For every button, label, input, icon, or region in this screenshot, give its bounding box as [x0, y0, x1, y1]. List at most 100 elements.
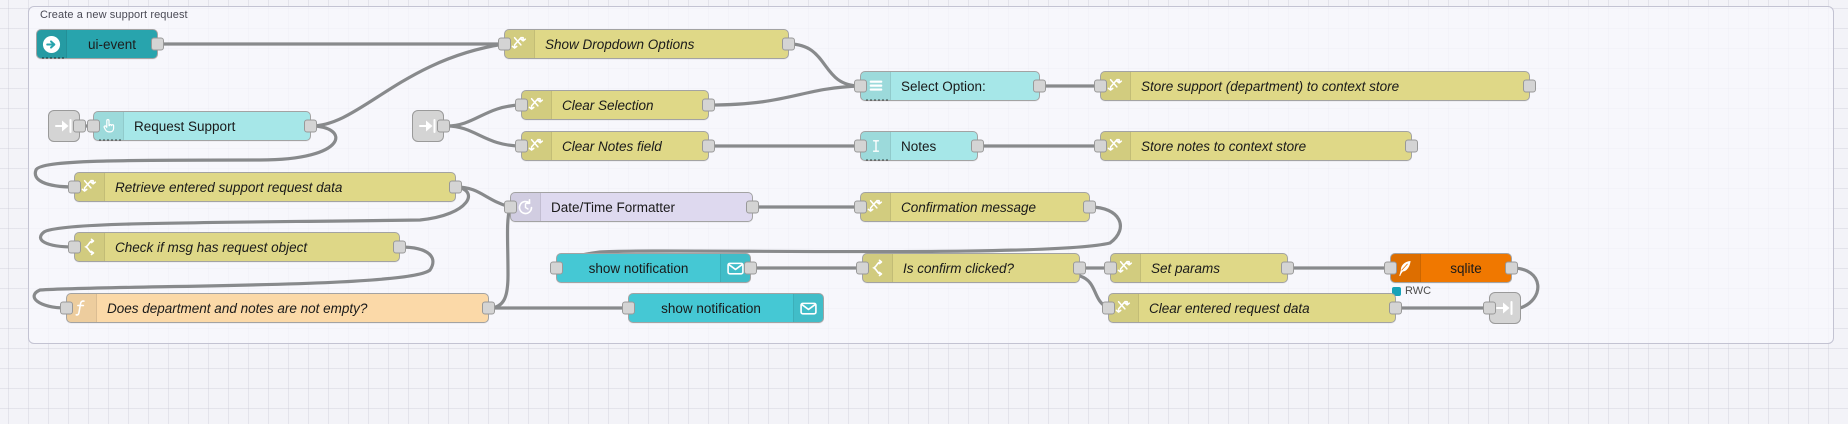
input-port[interactable] [1094, 139, 1107, 153]
node-clear-notes-field[interactable]: Clear Notes field [515, 131, 715, 161]
output-port[interactable] [702, 98, 715, 112]
node-status-dash [42, 57, 64, 59]
node-label: Select Option: [901, 78, 986, 94]
node-store-support-to-context[interactable]: Store support (department) to context st… [1094, 71, 1536, 101]
output-port[interactable] [1505, 261, 1518, 275]
arrow-circle-right-icon [37, 30, 67, 58]
output-port[interactable] [482, 301, 495, 315]
output-port[interactable] [151, 37, 164, 51]
node-label: Request Support [134, 118, 236, 134]
node-label: Set params [1151, 260, 1221, 276]
node-label: Clear Selection [562, 97, 654, 113]
node-request-support[interactable]: Request Support [87, 111, 317, 141]
change-swap-icon [522, 91, 552, 119]
output-port[interactable] [1033, 79, 1046, 93]
output-port[interactable] [782, 37, 795, 51]
input-port[interactable] [1384, 261, 1397, 275]
feather-icon [1391, 254, 1421, 282]
output-port[interactable] [702, 139, 715, 153]
node-retrieve-entered-support-request-data[interactable]: Retrieve entered support request data [68, 172, 462, 202]
node-label: sqlite [1450, 260, 1482, 276]
output-port[interactable] [1083, 200, 1096, 214]
node-ui-event[interactable]: ui-event [36, 29, 164, 59]
link-out-icon [1496, 301, 1513, 315]
node-check-if-msg-has-request-object[interactable]: Check if msg has request object [68, 232, 406, 262]
node-date-time-formatter[interactable]: Date/Time Formatter [504, 192, 759, 222]
node-select-option[interactable]: Select Option: [854, 71, 1046, 101]
input-port[interactable] [854, 200, 867, 214]
input-port[interactable] [60, 301, 73, 315]
input-port[interactable] [68, 180, 81, 194]
sqlite-status-badge: RWC [1392, 285, 1431, 297]
output-port[interactable] [1405, 139, 1418, 153]
node-label: Check if msg has request object [115, 239, 308, 255]
node-label: Clear entered request data [1149, 300, 1310, 316]
input-port[interactable] [856, 261, 869, 275]
node-link-in-1[interactable] [48, 110, 86, 142]
node-notes[interactable]: Notes [854, 131, 984, 161]
input-port[interactable] [1102, 301, 1115, 315]
output-port[interactable] [437, 119, 450, 133]
node-label: Is confirm clicked? [903, 260, 1015, 276]
input-port[interactable] [854, 79, 867, 93]
input-port[interactable] [1104, 261, 1117, 275]
output-port[interactable] [73, 119, 86, 133]
node-show-notification-2[interactable]: show notification [622, 293, 824, 323]
output-port[interactable] [449, 180, 462, 194]
input-port[interactable] [1483, 301, 1496, 315]
node-link-out-1[interactable] [1483, 292, 1521, 324]
output-port[interactable] [1389, 301, 1402, 315]
input-port[interactable] [622, 301, 635, 315]
output-port[interactable] [744, 261, 757, 275]
input-port[interactable] [1094, 79, 1107, 93]
output-port[interactable] [1523, 79, 1536, 93]
output-port[interactable] [304, 119, 317, 133]
link-in-icon [419, 119, 436, 133]
input-port[interactable] [68, 240, 81, 254]
node-label: Show Dropdown Options [545, 36, 695, 52]
output-port[interactable] [393, 240, 406, 254]
node-label: show notification [588, 260, 689, 276]
node-sqlite[interactable]: sqlite [1384, 253, 1518, 283]
envelope-icon [793, 294, 823, 322]
input-port[interactable] [515, 139, 528, 153]
status-text: RWC [1405, 285, 1432, 297]
node-is-confirm-clicked[interactable]: Is confirm clicked? [856, 253, 1086, 283]
node-label: Clear Notes field [562, 138, 662, 154]
node-status-dash [99, 139, 121, 141]
node-does-department-and-notes-are-not-empty[interactable]: Does department and notes are not empty? [60, 293, 495, 323]
output-port[interactable] [746, 200, 759, 214]
link-in-icon [55, 119, 72, 133]
node-store-notes-to-context[interactable]: Store notes to context store [1094, 131, 1418, 161]
node-set-params[interactable]: Set params [1104, 253, 1294, 283]
node-label: show notification [661, 300, 761, 316]
node-show-dropdown-options[interactable]: Show Dropdown Options [498, 29, 795, 59]
input-port[interactable] [498, 37, 511, 51]
node-label: Retrieve entered support request data [115, 179, 343, 195]
node-confirmation-message[interactable]: Confirmation message [854, 192, 1096, 222]
node-label: Does department and notes are not empty? [107, 300, 368, 316]
node-clear-entered-request-data[interactable]: Clear entered request data [1102, 293, 1402, 323]
flow-group-label: Create a new support request [40, 9, 188, 21]
node-label: Confirmation message [901, 199, 1037, 215]
node-clear-selection[interactable]: Clear Selection [515, 90, 715, 120]
input-port[interactable] [550, 261, 563, 275]
node-show-notification-1[interactable]: show notification [550, 253, 757, 283]
node-label: Notes [901, 138, 937, 154]
output-port[interactable] [1281, 261, 1294, 275]
status-dot-icon [1392, 286, 1401, 296]
clock-icon [511, 193, 541, 221]
input-port[interactable] [87, 119, 100, 133]
node-link-in-2[interactable] [412, 110, 450, 142]
input-port[interactable] [515, 98, 528, 112]
node-label: Store notes to context store [1141, 138, 1307, 154]
node-label: Store support (department) to context st… [1141, 78, 1400, 94]
node-label: ui-event [87, 36, 137, 52]
output-port[interactable] [1073, 261, 1086, 275]
node-status-dash [866, 99, 888, 101]
node-status-dash [866, 159, 888, 161]
output-port[interactable] [971, 139, 984, 153]
input-port[interactable] [504, 200, 517, 214]
input-port[interactable] [854, 139, 867, 153]
